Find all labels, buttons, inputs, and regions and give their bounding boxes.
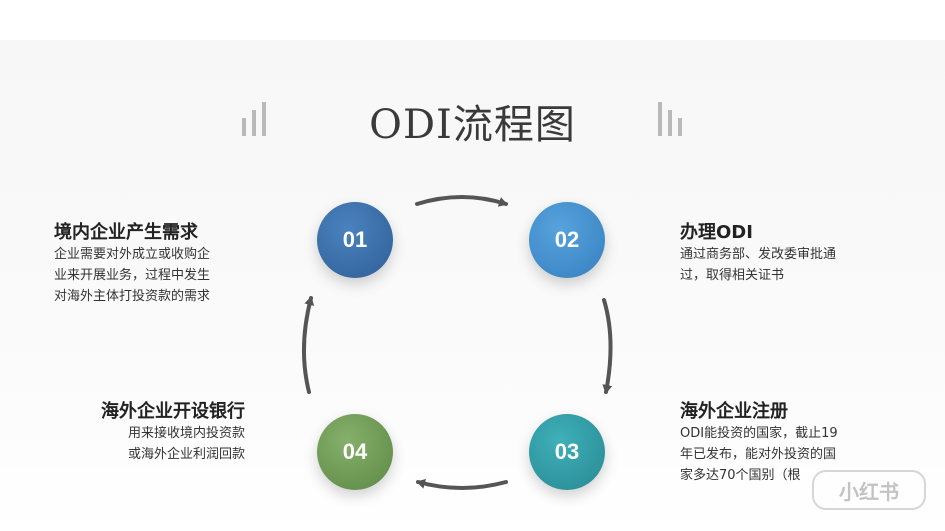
step-01-circle: 01 bbox=[317, 202, 393, 278]
step-04-description: 用来接收境内投资款 或海外企业利润回款 bbox=[40, 423, 245, 465]
step-01-description: 企业需要对外成立或收购企 业来开展业务，过程中发生 对海外主体打投资款的需求 bbox=[54, 244, 210, 307]
step-03-desc-line: 家多达70个国别（根 bbox=[680, 468, 801, 483]
step-03-description: ODI能投资的国家，截止19 年已发布，能对外投资的国 家多达70个国别（根 bbox=[680, 423, 838, 486]
arrow-02-to-03 bbox=[602, 298, 613, 394]
watermark-logo: 小红书 bbox=[812, 470, 926, 510]
step-02-desc-line: 过，取得相关证书 bbox=[680, 268, 785, 283]
background-panel bbox=[0, 40, 945, 531]
step-03-desc-line: 年已发布，能对外投资的国 bbox=[680, 447, 837, 462]
bar-chart-icon-left bbox=[240, 96, 274, 136]
step-01-heading: 境内企业产生需求 bbox=[54, 222, 198, 243]
step-01-number: 01 bbox=[342, 227, 368, 252]
step-01-desc-line: 企业需要对外成立或收购企 bbox=[54, 247, 211, 262]
step-03-number: 03 bbox=[554, 439, 580, 464]
step-02-circle: 02 bbox=[529, 202, 605, 278]
arrow-01-to-02 bbox=[415, 195, 508, 207]
step-04-circle: 04 bbox=[317, 414, 393, 490]
step-04-desc-line: 或海外企业利润回款 bbox=[127, 447, 245, 462]
page-title: ODI流程图 bbox=[369, 102, 576, 148]
step-03-desc-line: ODI能投资的国家，截止19 bbox=[680, 426, 838, 441]
step-02-description: 通过商务部、发改委审批通 过，取得相关证书 bbox=[680, 244, 836, 286]
arrow-04-to-01 bbox=[302, 296, 315, 394]
step-04-desc-line: 用来接收境内投资款 bbox=[127, 426, 245, 441]
step-04-heading: 海外企业开设银行 bbox=[101, 401, 245, 422]
step-03-heading: 海外企业注册 bbox=[680, 401, 788, 422]
step-02-number: 02 bbox=[554, 227, 580, 252]
step-02-desc-line: 通过商务部、发改委审批通 bbox=[680, 247, 837, 262]
step-04-number: 04 bbox=[342, 439, 368, 464]
arrow-03-to-04 bbox=[416, 479, 508, 490]
bar-chart-icon-right bbox=[656, 96, 690, 136]
step-01-desc-line: 对海外主体打投资款的需求 bbox=[54, 289, 211, 304]
step-01-desc-line: 业来开展业务，过程中发生 bbox=[54, 268, 211, 283]
step-02-heading: 办理ODI bbox=[680, 222, 753, 243]
step-03-circle: 03 bbox=[529, 414, 605, 490]
